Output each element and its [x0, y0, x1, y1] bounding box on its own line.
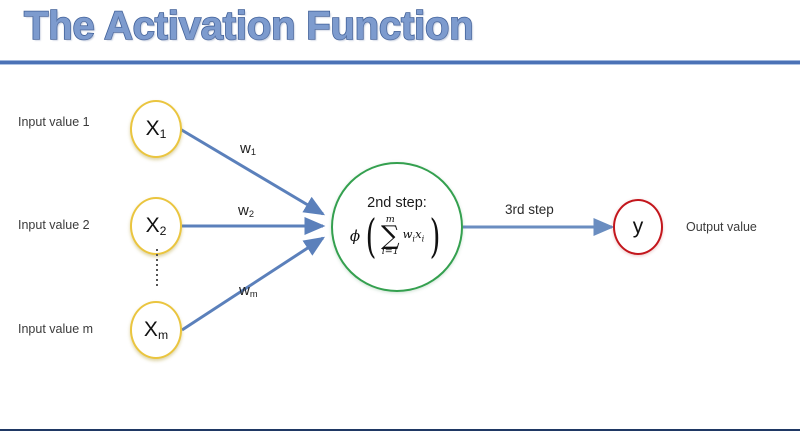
edge-inputm-to-sum — [181, 236, 326, 332]
input-node-2[interactable]: X2 — [130, 197, 182, 255]
title-divider-highlight — [0, 60, 800, 61]
input-label-m: Input value m — [18, 322, 94, 336]
input-node-1[interactable]: X1 — [130, 100, 182, 158]
sigma-lower-limit: i=1 — [381, 246, 399, 258]
activation-formula: ϕ ( m ∑ i=1 wixi ) — [350, 213, 444, 259]
page-title: The Activation Function — [23, 3, 474, 49]
paren-open: ( — [365, 209, 377, 263]
activation-function-diagram: Input value 1 Input value 2 Input value … — [0, 62, 800, 429]
input-label-2: Input value 2 — [18, 218, 90, 232]
input-node-2-text: X2 — [145, 214, 167, 238]
weight-label-m: wm — [239, 282, 258, 299]
input-label-1: Input value 1 — [18, 115, 90, 129]
summation-activation-node[interactable]: 2nd step: ϕ ( m ∑ i=1 wixi ) — [331, 162, 463, 292]
title-divider-shadow — [0, 64, 800, 65]
weight-label-1: w1 — [240, 140, 257, 157]
second-step-label: 2nd step: — [367, 195, 427, 211]
input-node-m[interactable]: Xm — [130, 301, 182, 359]
summand-expression: wixi — [402, 227, 425, 244]
edge-input1-to-sum — [179, 127, 326, 216]
sigma-icon: ∑ — [381, 220, 400, 251]
output-node-text: y — [632, 215, 644, 238]
output-node[interactable]: y — [613, 199, 663, 255]
input-node-m-text: Xm — [143, 318, 169, 342]
input-node-1-text: X1 — [145, 117, 167, 141]
bottom-divider — [0, 429, 800, 431]
phi-symbol: ϕ — [349, 226, 361, 245]
title-divider — [0, 61, 800, 64]
slide-title-bar: The Activation Function — [0, 0, 800, 62]
sigma-upper-limit: m — [385, 214, 395, 226]
sigma-group: m ∑ i=1 — [381, 215, 400, 256]
paren-close: ) — [429, 209, 441, 263]
weight-label-2: w2 — [238, 202, 255, 219]
vertical-ellipsis-icon — [156, 249, 158, 287]
diagram-edges — [179, 127, 615, 332]
third-step-label: 3rd step — [505, 202, 554, 217]
output-label: Output value — [686, 220, 757, 234]
